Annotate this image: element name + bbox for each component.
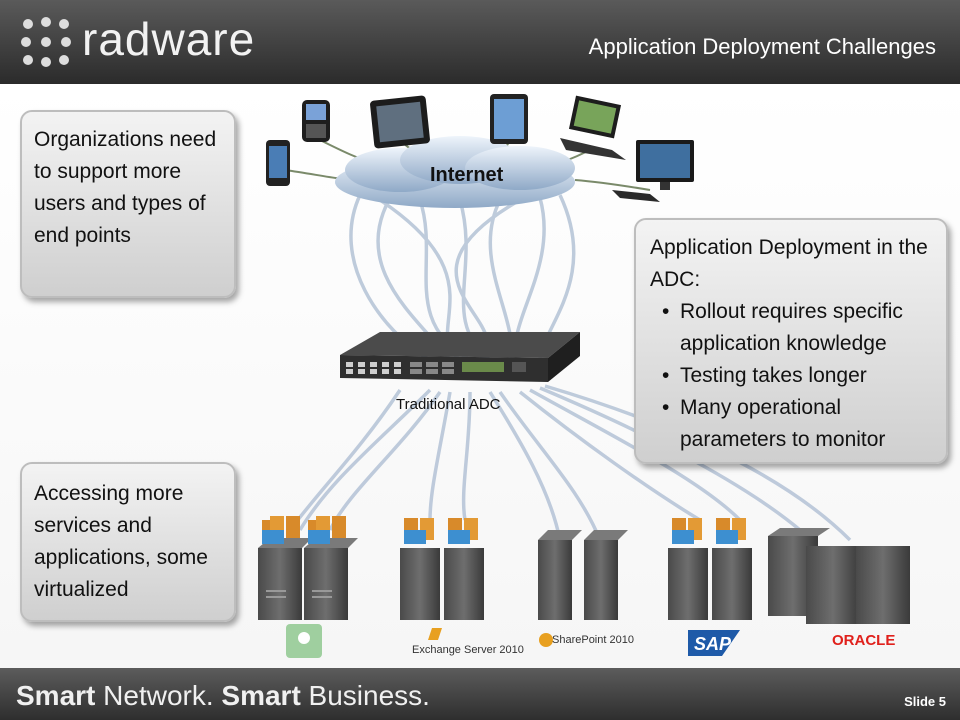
server-group-1	[258, 516, 358, 620]
virtualization-logo-icon	[286, 624, 322, 658]
server-group-2	[400, 518, 484, 620]
sharepoint-logo-icon	[539, 633, 553, 647]
slide-title: Application Deployment Challenges	[588, 34, 936, 59]
callout-users: Organizations need to support more users…	[20, 110, 236, 298]
callout-services: Accessing more services and applications…	[20, 462, 236, 622]
internet-cloud	[335, 136, 575, 208]
callout-services-text: Accessing more services and applications…	[34, 482, 208, 601]
tagline-network: Network.	[95, 680, 222, 711]
laptop-icon	[560, 95, 626, 160]
radware-logo-icon	[21, 17, 71, 67]
adc-appliance	[340, 332, 580, 382]
tagline-business: Business.	[300, 680, 430, 711]
internet-label: Internet	[430, 164, 504, 186]
sap-logo-icon	[688, 630, 740, 656]
list-item: Testing takes longer	[662, 360, 932, 392]
callout-users-text: Organizations need to support more users…	[34, 128, 217, 247]
exchange-label: Exchange Server 2010	[412, 644, 524, 656]
server-group-5	[768, 528, 910, 624]
phone-icon	[266, 140, 290, 186]
server-group-3	[538, 530, 628, 620]
ipad-icon	[490, 94, 528, 144]
list-item: Many operational parameters to monitor	[662, 392, 932, 456]
callout-adc-heading: Application Deployment in the ADC:	[650, 236, 928, 291]
tagline-smart-2: Smart	[221, 680, 301, 711]
sap-label: SAP	[694, 634, 732, 654]
server-group-4	[668, 518, 752, 620]
list-item: Rollout requires specific application kn…	[662, 296, 932, 360]
exchange-logo-icon	[428, 628, 442, 640]
header-bar: radware Application Deployment Challenge…	[0, 0, 960, 84]
brand-name: radware	[82, 13, 256, 65]
sharepoint-label: SharePoint 2010	[552, 634, 634, 646]
slide-number: Slide 5	[904, 694, 946, 709]
footer-bar: Smart Network. Smart Business. Slide 5	[0, 668, 960, 720]
desktop-icon	[612, 140, 694, 202]
oracle-label: ORACLE	[832, 632, 896, 649]
smartphone-icon	[302, 100, 330, 142]
tagline-smart-1: Smart	[16, 680, 96, 711]
tagline: Smart Network. Smart Business.	[16, 680, 430, 712]
callout-adc: Application Deployment in the ADC: Rollo…	[634, 218, 948, 464]
adc-label: Traditional ADC	[396, 396, 501, 413]
tablet-icon	[370, 95, 430, 149]
callout-adc-list: Rollout requires specific application kn…	[650, 296, 932, 456]
